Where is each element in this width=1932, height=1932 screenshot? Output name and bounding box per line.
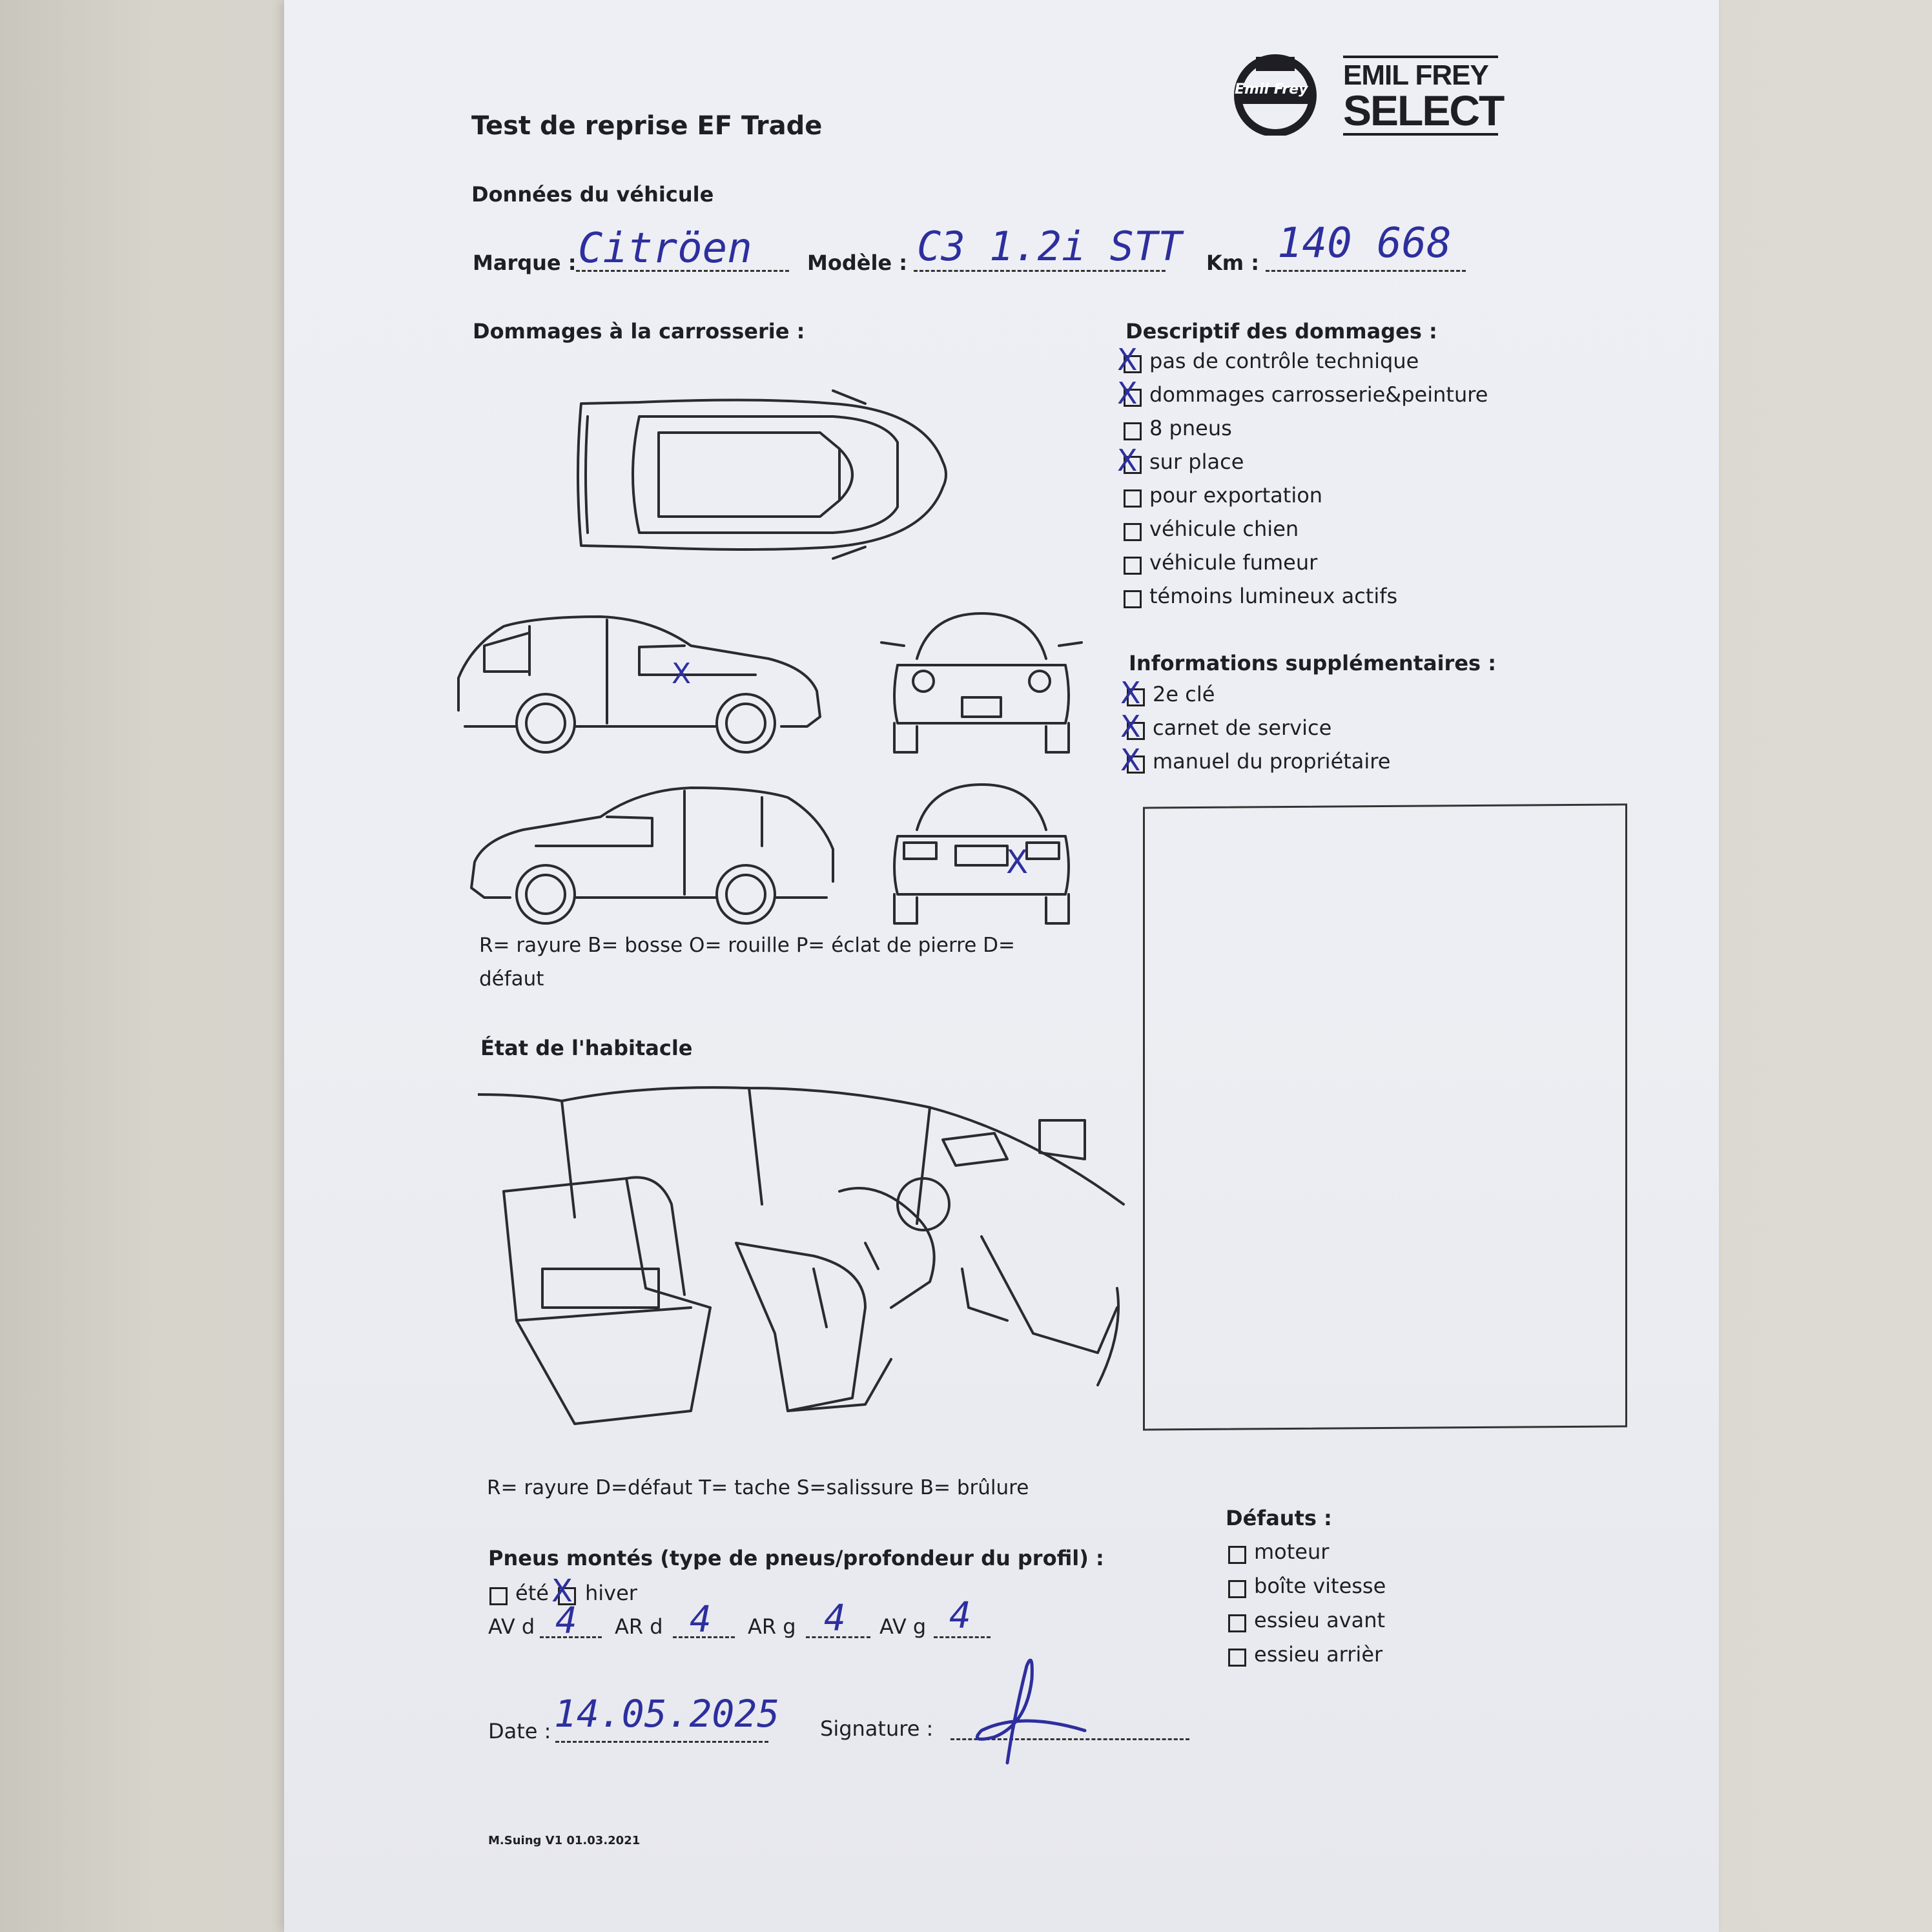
winter-tires-checkbox[interactable] <box>558 1587 576 1605</box>
defect-item-label: essieu arrièr <box>1254 1642 1383 1667</box>
make-field[interactable]: Citröen <box>578 225 752 272</box>
damage-item-check-mark: X <box>1117 342 1138 377</box>
notes-box[interactable] <box>1143 803 1627 1431</box>
car-interior-diagram <box>478 1086 1125 1425</box>
date-field[interactable]: 14.05.2025 <box>554 1692 780 1736</box>
signature-label: Signature : <box>820 1716 934 1741</box>
damage-item-label: véhicule fumeur <box>1149 550 1318 575</box>
damage-mark-rear-bumper: X <box>1006 843 1029 881</box>
ar-g-line <box>806 1636 870 1638</box>
damage-item-label: véhicule chien <box>1149 517 1299 541</box>
vehicle-section-heading: Données du véhicule <box>471 182 714 207</box>
model-label: Modèle : <box>807 251 908 275</box>
car-top-view-diagram <box>577 389 947 560</box>
ar-g-value[interactable]: 4 <box>824 1598 846 1639</box>
defects-heading: Défauts : <box>1226 1506 1332 1530</box>
av-g-value[interactable]: 4 <box>949 1595 971 1637</box>
av-g-line <box>934 1636 991 1638</box>
extra-info-item-check-mark: X <box>1120 743 1141 777</box>
damage-item-checkbox[interactable] <box>1124 489 1142 508</box>
ar-d-label: AR d <box>615 1614 663 1639</box>
defect-item-checkbox[interactable] <box>1228 1614 1246 1632</box>
form-title: Test de reprise EF Trade <box>471 111 823 141</box>
damage-item-checkbox[interactable] <box>1124 355 1142 373</box>
extra-info-item-label: 2e clé <box>1153 682 1215 706</box>
defect-item-checkbox[interactable] <box>1228 1649 1246 1667</box>
brand-top-text: EMIL FREY <box>1343 59 1489 91</box>
defect-item-label: boîte vitesse <box>1254 1574 1386 1598</box>
km-label: Km : <box>1206 251 1260 275</box>
body-damage-heading: Dommages à la carrosserie : <box>473 319 805 344</box>
signature-scribble <box>975 1658 1087 1765</box>
av-g-label: AV g <box>879 1614 927 1639</box>
ar-d-line <box>673 1636 735 1638</box>
av-d-label: AV d <box>488 1614 535 1639</box>
damage-item-checkbox[interactable] <box>1124 422 1142 440</box>
winter-tires-check-mark: X <box>551 1573 573 1609</box>
damage-item-checkbox[interactable] <box>1124 557 1142 575</box>
damage-item-check-mark: X <box>1117 443 1138 478</box>
extra-info-item-check-mark: X <box>1120 675 1141 710</box>
make-field-line <box>576 270 789 272</box>
damage-item-label: pour exportation <box>1149 483 1323 508</box>
form-sheet: Emil Frey EMIL FREY SELECT Test de repri… <box>284 0 1719 1932</box>
extra-info-item-checkbox[interactable] <box>1127 755 1145 774</box>
defect-item-checkbox[interactable] <box>1228 1546 1246 1564</box>
extra-info-item-checkbox[interactable] <box>1127 688 1145 706</box>
extra-info-item-check-mark: X <box>1120 709 1141 744</box>
summer-tires-label: été <box>515 1581 549 1605</box>
date-line <box>555 1741 768 1743</box>
extra-info-item-label: carnet de service <box>1153 715 1332 740</box>
extra-info-heading: Informations supplémentaires : <box>1129 651 1496 675</box>
car-front-view-diagram <box>880 612 1083 754</box>
damage-item-checkbox[interactable] <box>1124 389 1142 407</box>
emil-frey-seal-logo <box>1234 54 1317 136</box>
brand-logo: EMIL FREY SELECT <box>1343 56 1505 136</box>
extra-info-item-checkbox[interactable] <box>1127 722 1145 740</box>
km-field-line <box>1266 270 1466 272</box>
damage-item-label: pas de contrôle technique <box>1149 349 1419 373</box>
date-label: Date : <box>488 1719 551 1743</box>
damage-item-label: témoins lumineux actifs <box>1149 584 1398 608</box>
signature-line <box>951 1738 1189 1740</box>
km-field[interactable]: 140 668 <box>1277 220 1452 267</box>
seal-text: Emil Frey <box>1235 81 1308 98</box>
defect-item-checkbox[interactable] <box>1228 1580 1246 1598</box>
brand-bottom-text: SELECT <box>1343 87 1505 134</box>
damage-item-label: 8 pneus <box>1149 416 1232 440</box>
damage-item-checkbox[interactable] <box>1124 523 1142 541</box>
damage-item-label: sur place <box>1149 449 1244 474</box>
damage-item-label: dommages carrosserie&peinture <box>1149 382 1488 407</box>
interior-heading: État de l'habitacle <box>480 1036 693 1060</box>
car-left-side-diagram <box>457 615 821 754</box>
damage-mark-left-door: X <box>672 657 692 690</box>
car-rear-view-diagram <box>893 783 1070 925</box>
extra-info-item-label: manuel du propriétaire <box>1153 749 1391 774</box>
body-damage-legend-line2: défaut <box>479 967 544 991</box>
version-footer: M.Suing V1 01.03.2021 <box>488 1834 641 1847</box>
body-damage-legend-line1: R= rayure B= bosse O= rouille P= éclat d… <box>479 934 1015 957</box>
damage-item-check-mark: X <box>1117 376 1138 411</box>
damage-item-checkbox[interactable] <box>1124 456 1142 474</box>
av-d-line <box>540 1636 602 1638</box>
damage-item-checkbox[interactable] <box>1124 590 1142 608</box>
av-d-value[interactable]: 4 <box>555 1600 577 1642</box>
model-field-line <box>914 270 1166 272</box>
damage-description-heading: Descriptif des dommages : <box>1125 319 1437 344</box>
car-right-side-diagram <box>470 786 834 925</box>
model-field[interactable]: C3 1.2i STT <box>917 223 1182 270</box>
defect-item-label: moteur <box>1254 1539 1330 1564</box>
defect-item-label: essieu avant <box>1254 1608 1386 1632</box>
ar-g-label: AR g <box>748 1614 796 1639</box>
summer-tires-checkbox[interactable] <box>489 1587 508 1605</box>
winter-tires-label: hiver <box>585 1581 637 1605</box>
make-label: Marque : <box>473 251 577 275</box>
tires-heading: Pneus montés (type de pneus/profondeur d… <box>488 1546 1104 1570</box>
interior-legend: R= rayure D=défaut T= tache S=salissure … <box>487 1476 1029 1499</box>
ar-d-value[interactable]: 4 <box>690 1599 712 1641</box>
